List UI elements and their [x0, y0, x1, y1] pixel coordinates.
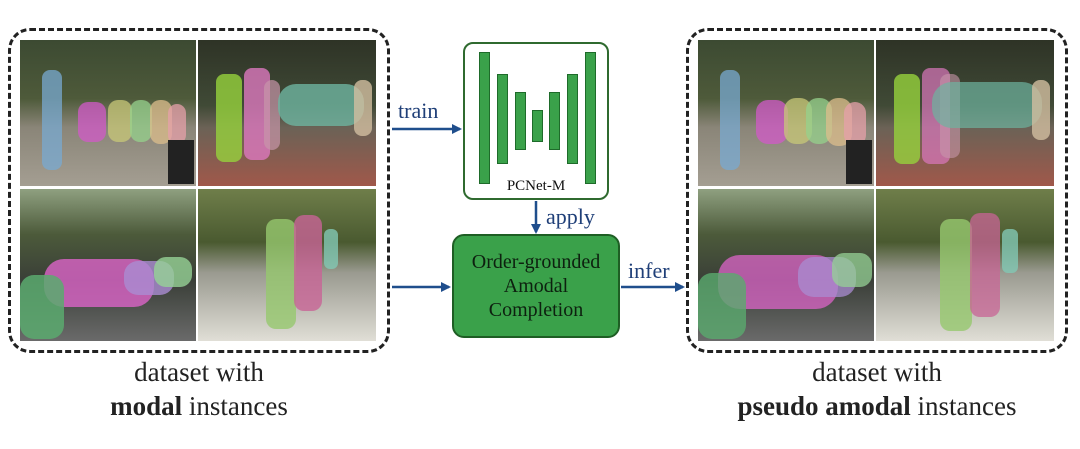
network-bar	[479, 52, 490, 184]
motorcycle-mask	[78, 102, 106, 142]
person-mask	[970, 213, 1000, 317]
person-mask	[266, 219, 296, 329]
pcnet-m-label: PCNet-M	[506, 178, 566, 194]
left-dataset-frame	[8, 28, 390, 353]
right-caption-bold: pseudo amodal	[737, 391, 911, 421]
right-photo-sidewalk-people	[876, 189, 1054, 341]
right-caption-line2: pseudo amodal instances	[686, 389, 1068, 423]
right-photo-pedestrians-motorcycles	[698, 40, 874, 186]
left-caption-rest: instances	[182, 391, 288, 421]
left-photo-sidewalk-people	[198, 189, 376, 341]
right-photo-street-car	[876, 40, 1054, 186]
left-photo-street-car	[198, 40, 376, 186]
vegetation-mask	[20, 275, 64, 339]
car-mask	[932, 82, 1042, 128]
right-caption-line1: dataset with	[812, 357, 942, 387]
completion-line3: Completion	[488, 299, 584, 321]
person-mask	[264, 80, 280, 150]
person-mask	[720, 70, 740, 170]
person-mask	[294, 215, 322, 311]
car-mask	[278, 84, 364, 126]
train-label: train	[398, 98, 439, 123]
network-bar	[515, 92, 526, 150]
completion-line2: Amodal	[503, 275, 569, 297]
person-mask	[1032, 80, 1050, 140]
right-dataset-frame	[686, 28, 1068, 353]
motorcycle-mask	[168, 104, 186, 144]
network-bar	[497, 74, 508, 164]
infer-label: infer	[628, 258, 670, 283]
left-caption-bold: modal	[110, 391, 183, 421]
left-caption: dataset with modal instances	[8, 355, 390, 423]
motorcycle-mask	[108, 100, 132, 142]
trash-bin	[846, 140, 872, 184]
car-mask	[154, 257, 192, 287]
motorcycle-mask	[756, 100, 788, 144]
left-photo-pedestrians-motorcycles	[20, 40, 196, 186]
left-caption-line2: modal instances	[8, 389, 390, 423]
car-mask	[832, 253, 872, 287]
person-mask	[354, 80, 372, 136]
person-mask	[894, 74, 920, 164]
network-bar	[532, 110, 543, 142]
vegetation-mask	[698, 273, 746, 339]
right-caption: dataset with pseudo amodal instances	[686, 355, 1068, 423]
motorcycle-mask	[130, 100, 152, 142]
network-bar	[585, 52, 596, 184]
person-mask	[940, 219, 972, 331]
network-bar	[549, 92, 560, 150]
right-photo-parked-cars	[698, 189, 874, 341]
pcnet-m-box: PCNet-M	[463, 42, 609, 200]
trash-bin	[168, 140, 194, 184]
completion-line1: Order-grounded	[471, 251, 601, 273]
amodal-completion-box: Order-grounded Amodal Completion	[452, 234, 620, 338]
person-mask	[324, 229, 338, 269]
motorcycle-mask	[844, 102, 866, 146]
apply-label: apply	[546, 204, 595, 229]
network-bar	[567, 74, 578, 164]
person-mask	[216, 74, 242, 162]
left-photo-parked-cars	[20, 189, 196, 341]
person-mask	[42, 70, 62, 170]
person-mask	[1002, 229, 1018, 273]
left-caption-line1: dataset with	[134, 357, 264, 387]
right-caption-rest: instances	[910, 391, 1017, 421]
motorcycle-mask	[150, 100, 172, 144]
